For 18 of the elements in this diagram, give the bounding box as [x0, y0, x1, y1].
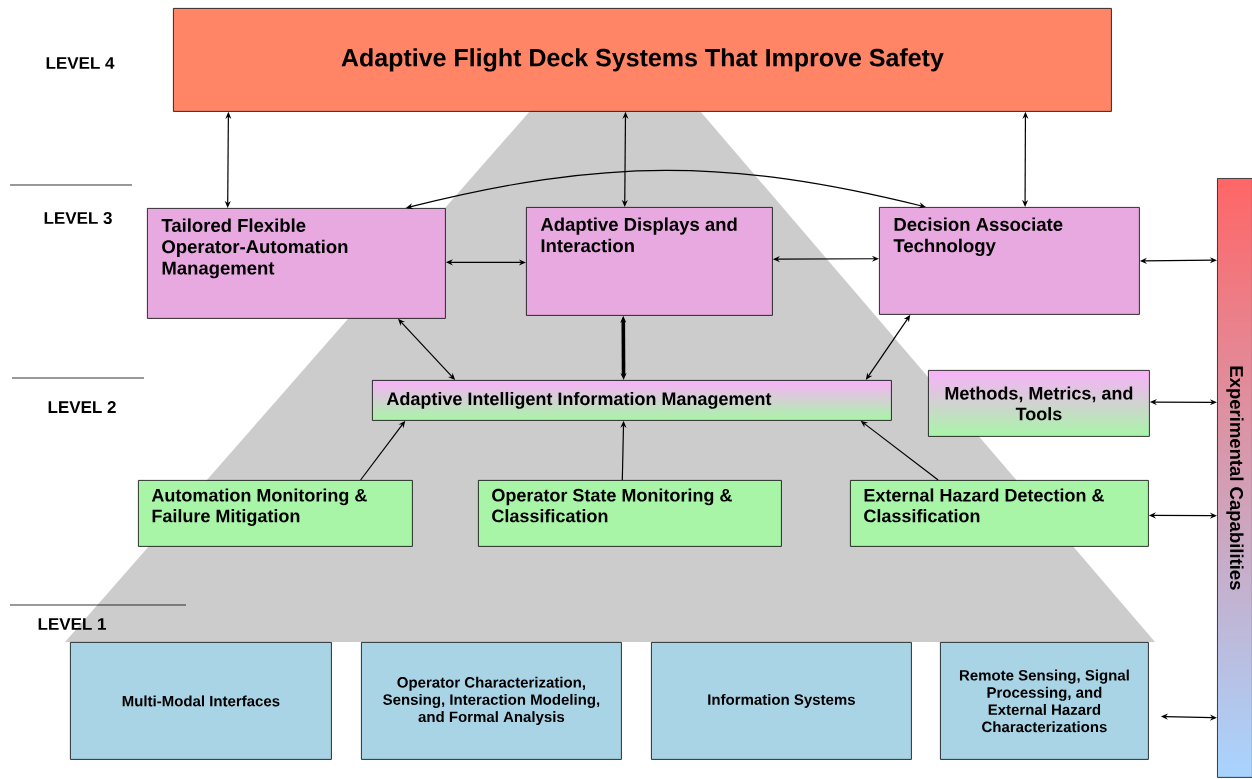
process-box: Information Systems: [651, 642, 912, 760]
integration-box: Adaptive Intelligent Information Management: [372, 380, 892, 421]
process-box: Operator Characterization, Sensing, Interaction Modeling, and Formal Analysis: [361, 642, 622, 760]
process-box: Adaptive Displays and Interaction: [526, 207, 773, 316]
level-label: LEVEL 4: [46, 57, 115, 69]
level-label: LEVEL 2: [48, 401, 116, 413]
level-label: LEVEL 1: [38, 618, 106, 630]
process-box: Remote Sensing, Signal Processing, and External Hazard Characterizations: [940, 642, 1149, 760]
process-box: External Hazard Detection & Classification: [850, 480, 1149, 547]
process-box: Operator State Monitoring & Classification: [478, 480, 782, 547]
capability-bar: Experimental Capabilities: [1217, 178, 1252, 778]
process-box: Automation Monitoring & Failure Mitigation: [138, 480, 413, 547]
process-box: Tailored Flexible Operator-Automation Management: [147, 208, 446, 319]
level-label: LEVEL 3: [44, 211, 112, 224]
methods-box: Methods, Metrics, and Tools: [928, 370, 1150, 437]
goal-banner: Adaptive Flight Deck Systems That Improve Safety: [173, 8, 1112, 112]
process-box: Multi-Modal Interfaces: [70, 642, 332, 760]
process-box: Decision Associate Technology: [879, 207, 1140, 315]
